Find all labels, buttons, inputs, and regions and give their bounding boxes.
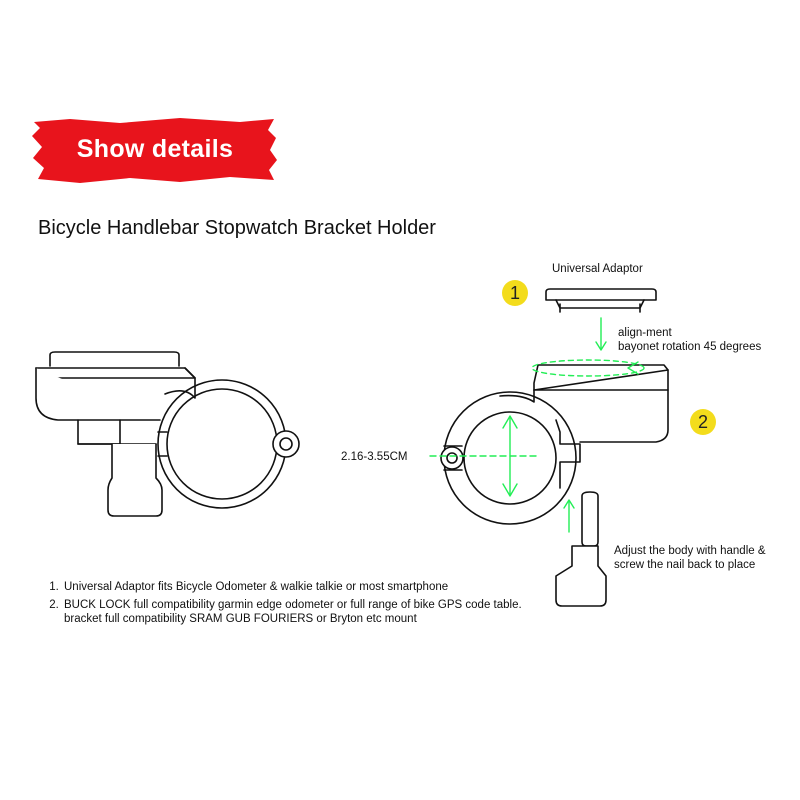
diameter-label: 2.16-3.55CM xyxy=(341,451,408,463)
green-indicator-arrows xyxy=(429,317,645,533)
step-1-badge: 1 xyxy=(502,280,528,306)
exploded-bracket xyxy=(440,288,669,607)
note-item-1: Universal Adaptor fits Bicycle Odometer … xyxy=(62,580,522,594)
alignment-label-line2: bayonet rotation 45 degrees xyxy=(618,341,762,353)
note-item-2: BUCK LOCK full compatibility garmin edge… xyxy=(62,598,522,626)
page-title: Bicycle Handlebar Stopwatch Bracket Hold… xyxy=(38,217,436,239)
note-text-2: BUCK LOCK full compatibility garmin edge… xyxy=(64,599,522,611)
note-text-3: bracket full compatibility SRAM GUB FOUR… xyxy=(64,613,417,625)
banner-brush-shape xyxy=(32,118,277,183)
note-text-1: Universal Adaptor fits Bicycle Odometer … xyxy=(64,581,449,593)
adjust-label-line1: Adjust the body with handle & xyxy=(614,545,766,557)
universal-adaptor-label: Universal Adaptor xyxy=(552,263,643,275)
notes-list: Universal Adaptor fits Bicycle Odometer … xyxy=(48,580,522,630)
step-2-badge: 2 xyxy=(690,409,716,435)
adjust-label-line2: screw the nail back to place xyxy=(614,559,756,571)
assembled-bracket xyxy=(35,351,300,517)
alignment-label-line1: align-ment xyxy=(618,327,672,339)
show-details-label: Show details xyxy=(76,134,234,163)
